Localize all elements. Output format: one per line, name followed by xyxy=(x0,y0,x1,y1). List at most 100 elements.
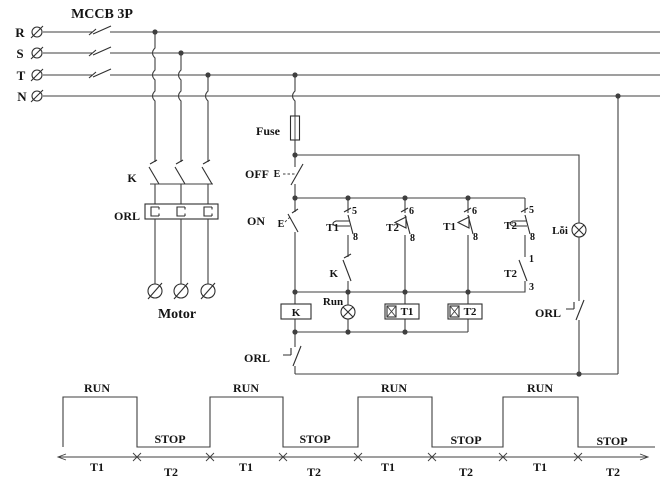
axis-cross-marks xyxy=(132,452,583,462)
terminal-slash xyxy=(30,25,44,39)
contact-tick xyxy=(400,207,409,213)
motor-terminal-icon xyxy=(173,283,189,299)
junction-dot xyxy=(292,289,298,295)
lamp-cross xyxy=(342,306,354,318)
coil-t2: T2 xyxy=(447,292,483,332)
tap-s xyxy=(177,53,182,162)
aux-contact-k: K xyxy=(329,253,352,292)
tap-r xyxy=(151,32,156,162)
cross-mark xyxy=(205,452,215,462)
coil-box xyxy=(447,303,483,320)
terminal-icon xyxy=(31,69,43,81)
interval-label-t1: T1 xyxy=(239,460,253,474)
orl-contact-main: ORL xyxy=(244,332,302,374)
interval-label-t1: T1 xyxy=(90,460,104,474)
junction-dot xyxy=(465,195,471,201)
interval-label-t2: T2 xyxy=(164,465,178,479)
junction-dot xyxy=(178,50,184,56)
contact-blade xyxy=(174,166,186,185)
pin-number: 5 xyxy=(352,206,357,217)
motor-terminal-icon xyxy=(200,283,216,299)
pole-tick xyxy=(88,28,97,36)
contact-tick xyxy=(520,207,529,213)
pin-number: 6 xyxy=(472,206,477,217)
terminal-icon xyxy=(31,26,43,38)
fault-lamp: Lỗi xyxy=(552,222,587,374)
contact-tick xyxy=(343,253,352,259)
delay-arc-icon xyxy=(332,220,350,227)
fault-lamp-label: Lỗi xyxy=(552,225,568,237)
control-section: Fuse OFF E ON E xyxy=(152,29,621,377)
contact-blade xyxy=(201,166,213,185)
power-section: MCCB 3P R S T N xyxy=(15,7,660,322)
pin-number: 8 xyxy=(530,232,535,243)
pole-blade xyxy=(92,46,112,56)
overload-label: ORL xyxy=(114,209,140,223)
motor-terminal-slash xyxy=(147,282,163,300)
fuse-label: Fuse xyxy=(256,124,281,138)
wire xyxy=(154,219,209,284)
phase-label-n: N xyxy=(17,89,27,104)
coil-t1: T1 xyxy=(384,292,420,332)
cross-mark xyxy=(427,452,437,462)
contact-tick xyxy=(343,207,352,213)
cross-mark xyxy=(353,452,363,462)
interval-label-t2: T2 xyxy=(606,465,620,479)
junction-dot xyxy=(345,329,351,335)
timing-waveform xyxy=(62,396,655,448)
on-label: ON xyxy=(247,214,265,228)
contactor-k-label: K xyxy=(127,171,137,185)
bus-lines xyxy=(43,31,660,97)
pin-number: 8 xyxy=(410,233,415,244)
junction-dot xyxy=(402,195,408,201)
coil-k-label: K xyxy=(292,307,301,319)
timer-contact-label: T1 xyxy=(443,221,456,233)
motor-terminal-icon xyxy=(147,283,163,299)
junction-dot xyxy=(615,93,621,99)
contact-blade xyxy=(524,214,531,235)
wire xyxy=(154,184,209,204)
pole-tick xyxy=(88,49,97,57)
junction-dot xyxy=(292,195,298,201)
terminal-icon xyxy=(31,90,43,102)
cross-mark xyxy=(573,452,583,462)
pin-number: 1 xyxy=(529,254,534,265)
junction-dots xyxy=(152,29,621,377)
aux-contact-label: K xyxy=(329,268,338,280)
coil-box xyxy=(280,303,312,320)
contact-tick xyxy=(175,159,184,165)
state-label-run: RUN xyxy=(527,381,553,395)
junction-dot xyxy=(205,72,211,78)
phase-label-t: T xyxy=(17,68,26,83)
junction-dot xyxy=(465,289,471,295)
run-lamp: Run xyxy=(323,292,356,332)
timer-contact-t2-58: T2 5 8 xyxy=(504,198,535,257)
timer-marker-cross xyxy=(449,305,460,318)
axis-arrow-left xyxy=(56,453,67,461)
run-lamp-label: Run xyxy=(323,296,343,308)
junction-dot xyxy=(402,289,408,295)
pole-blade xyxy=(92,68,112,78)
state-label-run: RUN xyxy=(233,381,259,395)
junction-dot xyxy=(345,289,351,295)
timer-contact-label: T2 xyxy=(386,222,399,234)
timer-contact-t2-68: T2 6 8 xyxy=(386,198,415,292)
contact-blade xyxy=(342,259,352,282)
contact-tick xyxy=(291,208,299,214)
phase-label-r: R xyxy=(15,25,25,40)
instant-contact-label: T2 xyxy=(504,268,517,280)
interval-label-t2: T2 xyxy=(459,465,473,479)
timer-marker-box xyxy=(386,305,397,318)
off-button: OFF E xyxy=(245,155,304,198)
phase-label-s: S xyxy=(16,46,23,61)
contact-tick xyxy=(149,159,158,165)
junction-dot xyxy=(345,195,351,201)
control-feed-wire xyxy=(291,75,296,155)
state-label-stop: STOP xyxy=(450,433,481,447)
delay-triangle-icon xyxy=(456,216,470,229)
phase-terminal-icons xyxy=(30,25,44,103)
state-label-stop: STOP xyxy=(299,432,330,446)
heater-element xyxy=(176,206,186,217)
